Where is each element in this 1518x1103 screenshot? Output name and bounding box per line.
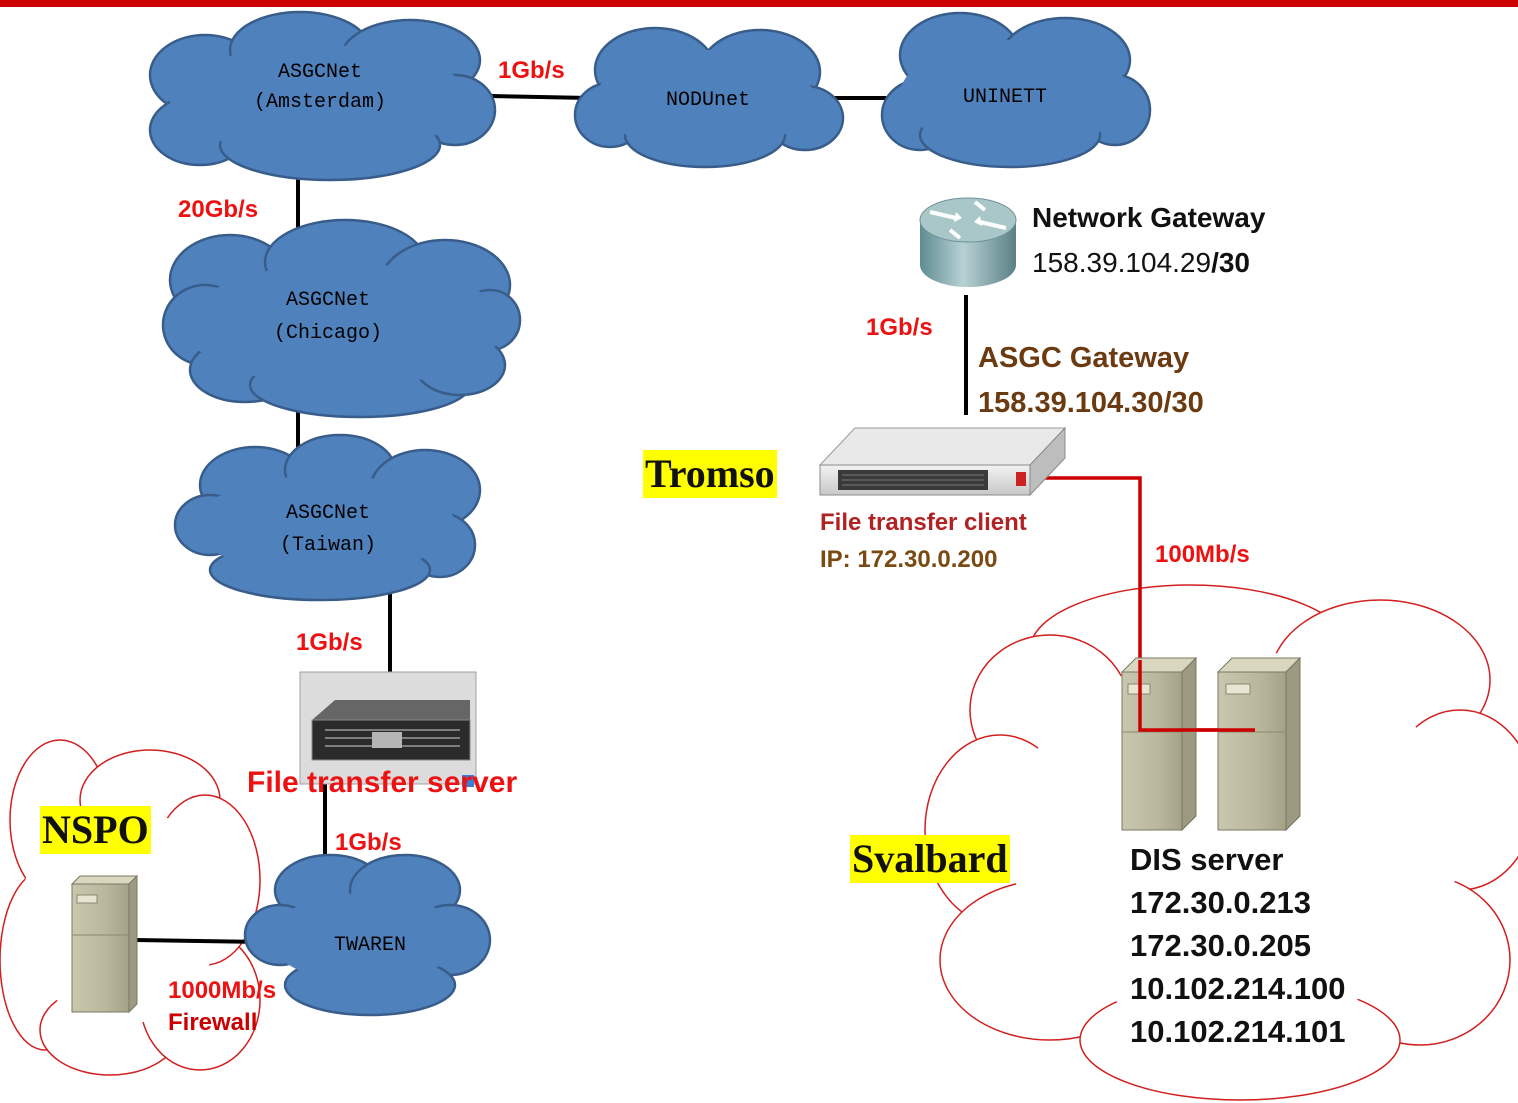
tromso-label: Tromso [643,450,777,498]
speed-amsterdam-nodunet: 1Gb/s [498,57,565,84]
speed-gateway-client: 1Gb/s [866,314,933,341]
dis-server-ip-2: 172.30.0.205 [1130,928,1312,963]
speed-client-dis: 100Mb/s [1155,541,1250,568]
link-amsterdam-nodunet [489,94,591,100]
cloud-asgcnet-taiwan [173,433,482,602]
cloud-asgcnet-amsterdam [148,10,497,182]
cloud-label-taiwan: ASGCNet [286,502,370,525]
link-client-dis-overlay [1138,660,1255,732]
rack-server-icon [818,426,1067,497]
cloud-label-amsterdam-city: (Amsterdam) [254,91,386,114]
speed-taiwan-server: 1Gb/s [296,629,363,656]
network-gateway-ip: 158.39.104.29/30 [1032,245,1250,280]
cloud-uninett [880,11,1152,169]
speed-amsterdam-chicago: 20Gb/s [178,196,258,223]
speed-nspo-twaren: 1000Mb/s [168,977,276,1004]
cloud-label-twaren: TWAREN [334,934,406,957]
firewall-label: Firewall [168,1009,257,1036]
dis-server-ip-4: 10.102.214.101 [1130,1014,1346,1049]
nspo-label: NSPO [40,806,151,854]
cloud-label-chicago: ASGCNet [286,289,370,312]
cloud-label-chicago-city: (Chicago) [274,322,382,345]
router-icon [915,185,1025,295]
file-server-icon [299,671,477,787]
cloud-label-amsterdam: ASGCNet [278,61,362,84]
link-nspo-twaren [134,938,263,944]
network-gateway-mask: /30 [1211,247,1250,278]
cloud-nodunet [573,26,845,169]
file-transfer-client-label: File transfer client [820,509,1027,536]
cloud-twaren [243,853,492,1017]
network-gateway-ip-address: 158.39.104.29 [1032,247,1212,278]
asgc-gateway-title: ASGC Gateway [978,342,1190,374]
top-bar [0,0,1518,7]
file-transfer-client-ip: IP: 172.30.0.200 [820,546,998,573]
cloud-label-uninett: UNINETT [963,86,1047,109]
nspo-server-icon [70,874,139,1014]
svalbard-cloud-outline [924,584,1518,1101]
cloud-label-taiwan-city: (Taiwan) [280,534,376,557]
dis-server-right-icon [1216,656,1302,832]
cloud-asgcnet-chicago [161,218,522,419]
dis-server-ip-3: 10.102.214.100 [1130,971,1346,1006]
dis-server-ip-1: 172.30.0.213 [1130,885,1312,920]
svalbard-label: Svalbard [850,835,1010,883]
cloud-label-nodunet: NODUnet [666,89,750,112]
file-transfer-server-label: File transfer server [247,766,518,799]
dis-server-left-icon [1120,656,1198,832]
speed-server-twaren: 1Gb/s [335,829,402,856]
network-gateway-title: Network Gateway [1032,202,1266,233]
dis-server-title: DIS server [1130,842,1284,877]
asgc-gateway-ip: 158.39.104.30/30 [978,387,1204,419]
